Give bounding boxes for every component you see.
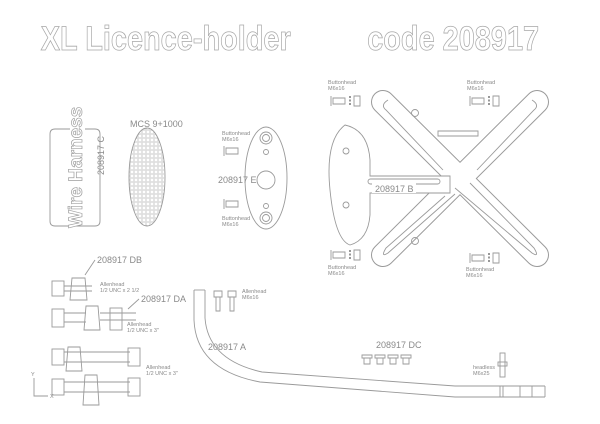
screw-label: Buttonhead — [328, 265, 356, 271]
wire-harness-label: Wire Harness — [66, 107, 87, 228]
screw-label: Buttonhead — [466, 267, 494, 273]
screw-label: Buttonhead — [328, 80, 356, 86]
plate-b-part: 208917 B — [328, 90, 549, 267]
screw-size: M6x16 — [222, 222, 239, 228]
drawing-code: code 208917 — [367, 19, 539, 58]
bolt-size: 1/2 UNC x 3" — [146, 371, 178, 377]
reflector-part: MCS 9+1000 — [128, 119, 183, 227]
bolt-size: 1/2 UNC x 3" — [127, 328, 159, 334]
headless-screw: headless M6x25 — [473, 352, 508, 378]
dc-caps: 208917 DC — [361, 340, 422, 365]
screw-label: headless — [473, 365, 495, 371]
allen-m6-screws: Allenhead M6x16 — [213, 289, 266, 312]
screw-size: M6x16 — [242, 295, 259, 301]
x-axis-label: X — [50, 394, 54, 400]
axis-indicator: Y X — [31, 372, 54, 400]
bolt-size: 1/2 UNC x 2 1/2 — [100, 288, 139, 294]
plate-b-code: 208917 B — [375, 184, 414, 194]
screw-size: M6x16 — [466, 273, 483, 279]
screw-label: Buttonhead — [467, 80, 495, 86]
plate-e-part: 208917 E Buttonhead M6x16 Buttonhead M6x… — [218, 126, 288, 230]
plate-b-screws: Buttonhead M6x16 Buttonhead M6x16 Button… — [328, 80, 500, 279]
screw-size: M6x16 — [328, 271, 345, 277]
screw-size: M6x16 — [222, 137, 239, 143]
da-code: 208917 DA — [141, 294, 186, 304]
bolt-assemblies: 208917 DB Allenhead 1/2 UNC x 2 1/2 2089… — [51, 255, 186, 406]
screw-label: Buttonhead — [222, 216, 250, 222]
y-axis-label: Y — [31, 372, 35, 378]
db-code: 208917 DB — [97, 255, 142, 265]
screw-size: M6x16 — [328, 86, 345, 92]
wire-harness-part: Wire Harness 208917 C — [49, 106, 106, 228]
bolt-label: Allenhead — [146, 365, 170, 371]
bolt-label: Allenhead — [100, 282, 124, 288]
reflector-code: MCS 9+1000 — [130, 119, 183, 129]
plate-e-code: 208917 E — [218, 175, 257, 185]
part-c-code: 208917 C — [96, 135, 106, 175]
arm-a-part: 208917 A — [193, 289, 546, 398]
screw-label: Buttonhead — [222, 131, 250, 137]
screw-label: Allenhead — [242, 289, 266, 295]
dc-code: 208917 DC — [376, 340, 422, 350]
drawing-title: XL Licence-holder — [41, 19, 291, 58]
screw-size: M6x16 — [467, 86, 484, 92]
arm-a-code: 208917 A — [208, 342, 246, 352]
bolt-label: Allenhead — [127, 322, 151, 328]
screw-size: M6x25 — [473, 371, 490, 377]
